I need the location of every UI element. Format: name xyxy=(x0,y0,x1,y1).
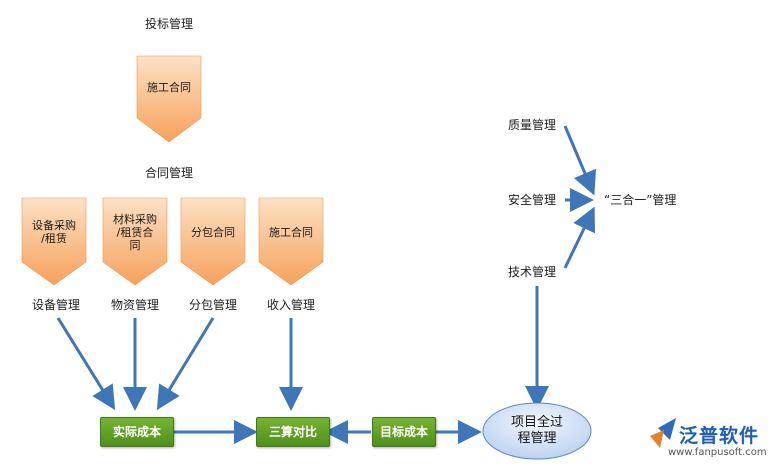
arrow-quality-to-three xyxy=(563,125,597,196)
arrow-tech-to-three xyxy=(563,206,595,269)
technical-management-label: 技术管理 xyxy=(508,265,557,279)
contract-management-title: 合同管理 xyxy=(144,166,194,180)
chevron-materials-procurement: 材料采购 /租赁合 同 xyxy=(113,213,157,252)
three-in-one-management-label: “三合一”管理 xyxy=(604,193,677,207)
project-lifecycle-management-node: 项目全过 程管理 xyxy=(510,415,563,446)
chevron-equipment-procurement: 设备采购 /租赁 xyxy=(32,219,76,245)
quality-management-label: 质量管理 xyxy=(508,118,557,132)
target-cost-box: 目标成本 xyxy=(372,417,436,447)
bidding-management-title: 投标管理 xyxy=(144,17,194,31)
chevron-shape-top xyxy=(136,55,202,143)
project-ellipse-shape xyxy=(482,402,592,460)
chevron-top-construction-contract: 施工合同 xyxy=(147,81,191,94)
subcontract-management-label: 分包管理 xyxy=(188,298,238,312)
equipment-management-label: 设备管理 xyxy=(31,298,81,312)
arrow-equipment-to-actual xyxy=(56,317,116,411)
three-way-comparison-box: 三算对比 xyxy=(256,417,330,447)
chevron-shape-equipment xyxy=(21,197,87,286)
brand-logo-name: 泛普软件 xyxy=(679,425,760,447)
chevron-shape-materials xyxy=(102,197,168,286)
materials-management-label: 物资管理 xyxy=(110,298,160,312)
safety-management-label: 安全管理 xyxy=(508,193,557,207)
brand-logo-url: www.fanpusoft.com xyxy=(668,447,767,458)
chevron-shape-construction xyxy=(258,197,324,286)
logo-mark xyxy=(650,418,676,448)
arrow-subcontract-to-actual xyxy=(156,317,215,411)
chevron-construction-contract: 施工合同 xyxy=(269,226,313,239)
chevron-subcontract: 分包合同 xyxy=(191,226,235,239)
actual-cost-box: 实际成本 xyxy=(100,417,174,447)
chevron-shape-subcontract xyxy=(180,197,246,286)
income-management-label: 收入管理 xyxy=(266,298,316,312)
